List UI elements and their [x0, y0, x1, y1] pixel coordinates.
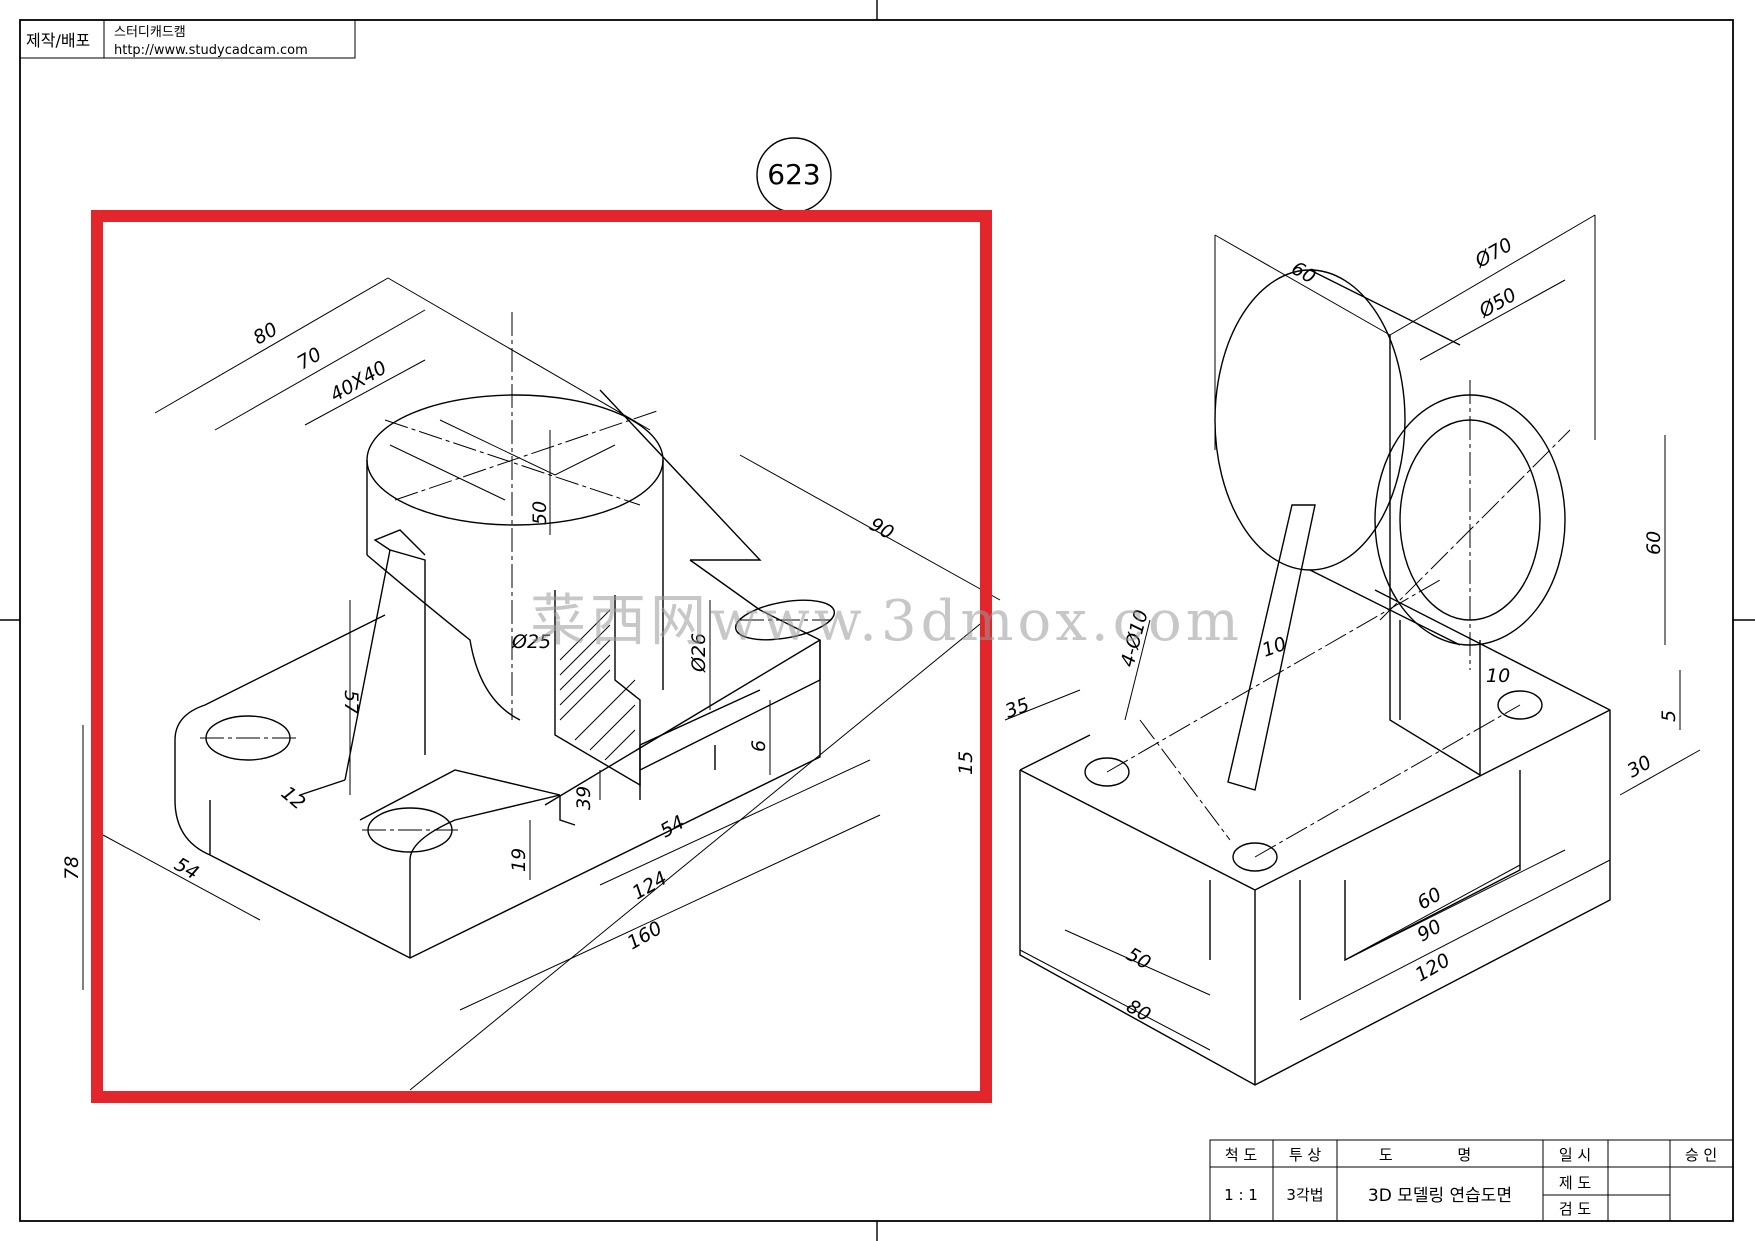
dim-124: 124: [629, 867, 671, 904]
dim-d25: Ø25: [511, 631, 551, 653]
title-block-title: 3D 모델링 연습도면: [1368, 1186, 1512, 1206]
dim-r15: 15: [955, 751, 977, 775]
title-block-h-approval: 승 인: [1685, 1146, 1717, 1164]
title-block: 척 도 투 상 도 명 일 시 승 인 1 : 1 3각법 3D 모델링 연습도…: [1209, 1139, 1734, 1222]
dim-r50: 50: [1123, 943, 1155, 974]
title-block-h-date: 일 시: [1559, 1146, 1591, 1164]
title-block-row-check: 검 도: [1559, 1200, 1592, 1218]
title-block-row-draw: 제 도: [1559, 1174, 1592, 1192]
dim-r10a: 10: [1259, 633, 1289, 662]
dim-6: 6: [748, 740, 770, 752]
title-block-h-title: 도 명: [1379, 1146, 1501, 1164]
left-isometric-view: [82, 277, 1001, 1091]
header-org-name: 스터디캐드캠: [114, 25, 186, 40]
header-block: 제작/배포 스터디캐드캠 http://www.studycadcam.com: [19, 19, 356, 59]
title-block-scale: 1 : 1: [1224, 1186, 1258, 1204]
dim-r5: 5: [1658, 710, 1680, 722]
dim-57: 57: [340, 690, 362, 714]
dim-78: 78: [61, 856, 83, 880]
dim-d26: Ø26: [688, 633, 710, 673]
watermark: 菜西网www.3dmox.com: [530, 589, 1243, 654]
dim-r120: 120: [1412, 949, 1454, 986]
dim-54b: 54: [171, 853, 203, 884]
dim-19: 19: [508, 848, 530, 872]
title-block-h-projection: 투 상: [1289, 1146, 1322, 1164]
dim-r60-top: 60: [1288, 257, 1320, 288]
title-block-h-scale: 척 도: [1225, 1146, 1258, 1164]
dim-39: 39: [573, 786, 595, 810]
dim-40x40: 40X40: [327, 357, 391, 407]
dim-160: 160: [624, 917, 666, 954]
header-url: http://www.studycadcam.com: [114, 43, 308, 58]
right-isometric-view: [1004, 214, 1701, 1086]
drawing-number: 623: [767, 158, 820, 191]
dim-12: 12: [277, 782, 310, 814]
dim-r60-side: 60: [1643, 531, 1665, 555]
dim-r60-slot: 60: [1414, 883, 1446, 914]
dim-r10b: 10: [1486, 665, 1510, 687]
dim-50: 50: [529, 501, 551, 525]
dim-r35: 35: [1002, 694, 1032, 723]
dim-54a: 54: [657, 811, 689, 842]
dim-r80: 80: [1123, 995, 1155, 1026]
header-label: 제작/배포: [26, 31, 90, 50]
dim-r-d70: Ø70: [1471, 234, 1517, 273]
dim-80: 80: [250, 318, 282, 349]
title-block-projection: 3각법: [1286, 1186, 1323, 1204]
highlight-box: [91, 210, 992, 1103]
